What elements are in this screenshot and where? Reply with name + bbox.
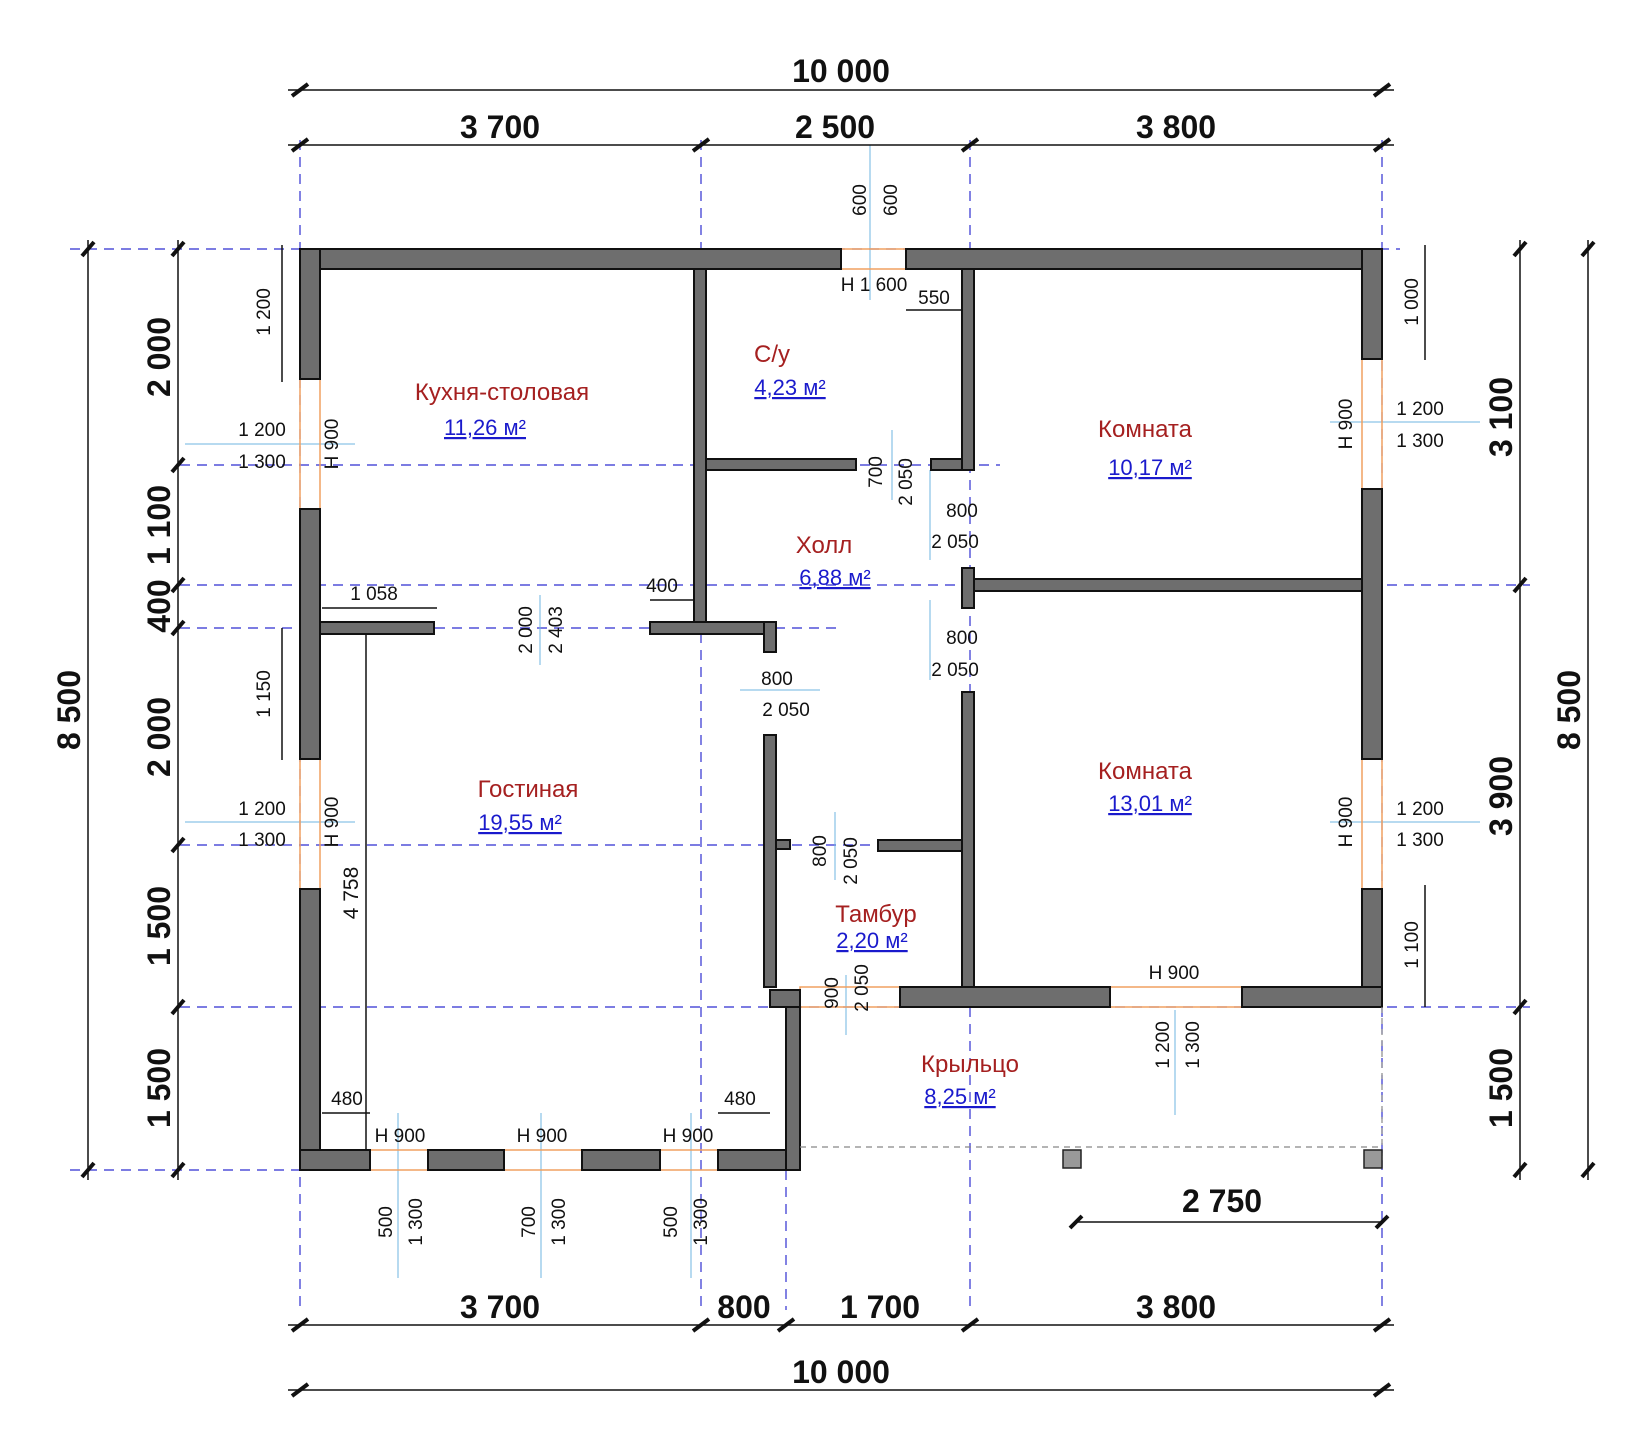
window-dim-label: 500 <box>661 1206 682 1238</box>
window-height-label: Н 900 <box>663 1126 714 1147</box>
dim-label: 550 <box>918 288 950 309</box>
room-name-porch: Крыльцо <box>921 1051 1019 1078</box>
door-dim-label: 2 050 <box>841 837 862 885</box>
dim-label: 2 403 <box>546 606 567 654</box>
room-name-wc: С/у <box>754 341 790 368</box>
door-dim-label: 2 050 <box>931 532 979 553</box>
room-name-living: Гостиная <box>478 776 579 803</box>
dim-label: 1 000 <box>1402 278 1423 326</box>
left-chain-label: 2 000 <box>141 697 177 777</box>
overall-dimension-labels: 10 000 10 000 8 500 8 500 3 700 2 500 3 … <box>51 53 1587 1390</box>
window-dim-label: 1 300 <box>1396 431 1444 452</box>
porch-post <box>1062 1149 1082 1169</box>
porch-width-label: 2 750 <box>1182 1183 1262 1219</box>
small-dimension-labels: 600 600 Н 1 600 550 1 200 1 200 1 300 Н … <box>238 184 1444 1246</box>
room-area-porch: 8,25 м² <box>924 1084 995 1109</box>
dim-label: 4 758 <box>340 867 363 920</box>
window-height-label: Н 900 <box>1336 797 1357 848</box>
dim-label: 1 200 <box>254 288 275 336</box>
left-chain-label: 2 000 <box>141 317 177 397</box>
window-dim-label: 1 300 <box>691 1198 712 1246</box>
room-area-kitchen: 11,26 м² <box>444 415 526 440</box>
left-chain-label: 1 500 <box>141 886 177 966</box>
window-dim-label: 1 300 <box>238 830 286 851</box>
dim-label: 1 058 <box>350 584 398 605</box>
top-chain-label: 2 500 <box>795 109 875 145</box>
door-dim-label: 900 <box>822 977 843 1009</box>
overall-bottom-label: 10 000 <box>792 1354 890 1390</box>
room-labels: Кухня-столовая 11,26 м² С/у 4,23 м² Комн… <box>415 341 1193 1109</box>
room-name-room2: Комната <box>1098 758 1193 785</box>
door-dim-label: 800 <box>946 501 978 522</box>
window-dim-label: 500 <box>376 1206 397 1238</box>
dim-label: 480 <box>724 1089 756 1110</box>
door-dim-label: 800 <box>946 628 978 649</box>
bottom-chain-label: 3 700 <box>460 1289 540 1325</box>
porch-outline <box>800 1007 1383 1170</box>
dimension-lines <box>80 82 1596 1398</box>
room-area-living: 19,55 м² <box>478 810 562 835</box>
right-chain-label: 1 500 <box>1483 1048 1519 1128</box>
guide-lines <box>185 145 1480 1278</box>
window-dim-label: 1 200 <box>1153 1021 1174 1069</box>
overall-left-label: 8 500 <box>51 670 87 750</box>
room-name-room1: Комната <box>1098 416 1193 443</box>
window-dim-label: 1 300 <box>1183 1021 1204 1069</box>
window-dim-label: 1 300 <box>1396 830 1444 851</box>
left-chain-label: 1 100 <box>141 485 177 565</box>
door-dim-label: 700 <box>866 456 887 488</box>
left-chain-label: 400 <box>141 579 177 632</box>
right-chain-label: 3 900 <box>1483 756 1519 836</box>
window-height-label: Н 900 <box>517 1126 568 1147</box>
window-dim-label: 600 <box>881 184 902 216</box>
window-height-label: Н 900 <box>322 797 343 848</box>
room-name-kitchen: Кухня-столовая <box>415 379 589 406</box>
dim-label: 1 150 <box>254 670 275 718</box>
walls <box>299 248 1383 1171</box>
window-dim-label: 1 200 <box>1396 799 1444 820</box>
window-dim-label: 700 <box>519 1206 540 1238</box>
bottom-chain-label: 800 <box>717 1289 770 1325</box>
room-area-wc: 4,23 м² <box>754 375 825 400</box>
room-name-hall: Холл <box>796 532 853 559</box>
window-height-label: Н 900 <box>322 419 343 470</box>
window-height-label: Н 900 <box>375 1126 426 1147</box>
window-dim-label: 1 300 <box>406 1198 427 1246</box>
bottom-chain-label: 1 700 <box>840 1289 920 1325</box>
dim-label: 480 <box>331 1089 363 1110</box>
overall-top-label: 10 000 <box>792 53 890 89</box>
room-name-vestibule: Тамбур <box>835 901 916 928</box>
window-height-label: Н 1 600 <box>841 275 908 296</box>
door-dim-label: 800 <box>761 669 793 690</box>
overall-right-label: 8 500 <box>1551 670 1587 750</box>
window-height-label: Н 900 <box>1149 963 1200 984</box>
window-dim-label: 1 200 <box>238 799 286 820</box>
room-area-room1: 10,17 м² <box>1108 455 1192 480</box>
door-dim-label: 2 050 <box>896 458 917 506</box>
bottom-chain-label: 3 800 <box>1136 1289 1216 1325</box>
window-dim-label: 1 300 <box>549 1198 570 1246</box>
right-chain-label: 3 100 <box>1483 377 1519 457</box>
room-area-vestibule: 2,20 м² <box>836 928 907 953</box>
door-dim-label: 2 050 <box>852 964 873 1012</box>
window-height-label: Н 900 <box>1336 399 1357 450</box>
door-dim-label: 2 050 <box>931 660 979 681</box>
dim-label: 1 100 <box>1402 921 1423 969</box>
dim-label: 2 000 <box>516 606 537 654</box>
window-dim-label: 600 <box>850 184 871 216</box>
window-dim-label: 1 300 <box>238 452 286 473</box>
top-chain-label: 3 800 <box>1136 109 1216 145</box>
room-area-room2: 13,01 м² <box>1108 791 1192 816</box>
window-dim-label: 1 200 <box>1396 399 1444 420</box>
porch-post <box>1363 1149 1383 1169</box>
top-chain-label: 3 700 <box>460 109 540 145</box>
door-dim-label: 2 050 <box>762 700 810 721</box>
left-chain-label: 1 500 <box>141 1048 177 1128</box>
door-dim-label: 800 <box>810 835 831 867</box>
room-area-hall: 6,88 м² <box>799 565 870 590</box>
dim-label: 400 <box>646 576 678 597</box>
window-dim-label: 1 200 <box>238 420 286 441</box>
